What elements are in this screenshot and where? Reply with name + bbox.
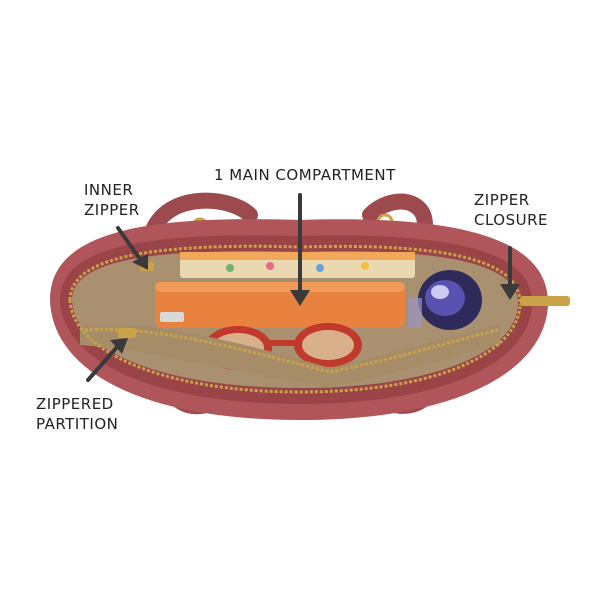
label-zippered-partition: ZIPPERED PARTITION — [36, 394, 118, 434]
orange-pouch — [155, 282, 405, 328]
label-inner-zipper-line2: ZIPPER — [84, 201, 140, 219]
label-main-compartment: 1 MAIN COMPARTMENT — [214, 165, 396, 185]
label-zipper-closure: ZIPPER CLOSURE — [474, 190, 548, 230]
zipper-pull-closure — [520, 296, 570, 306]
label-zippered-partition-line1: ZIPPERED — [36, 395, 114, 413]
label-inner-zipper: INNER ZIPPER — [84, 180, 140, 220]
partition — [80, 323, 500, 388]
label-zippered-partition-line2: PARTITION — [36, 415, 119, 433]
callout-arrows — [86, 193, 520, 382]
label-inner-zipper-line1: INNER — [84, 181, 134, 199]
water-bottle — [408, 270, 482, 330]
label-zipper-closure-line2: CLOSURE — [474, 211, 549, 229]
label-main-compartment-text: 1 MAIN COMPARTMENT — [214, 166, 396, 184]
label-zipper-closure-line1: ZIPPER — [474, 191, 530, 209]
